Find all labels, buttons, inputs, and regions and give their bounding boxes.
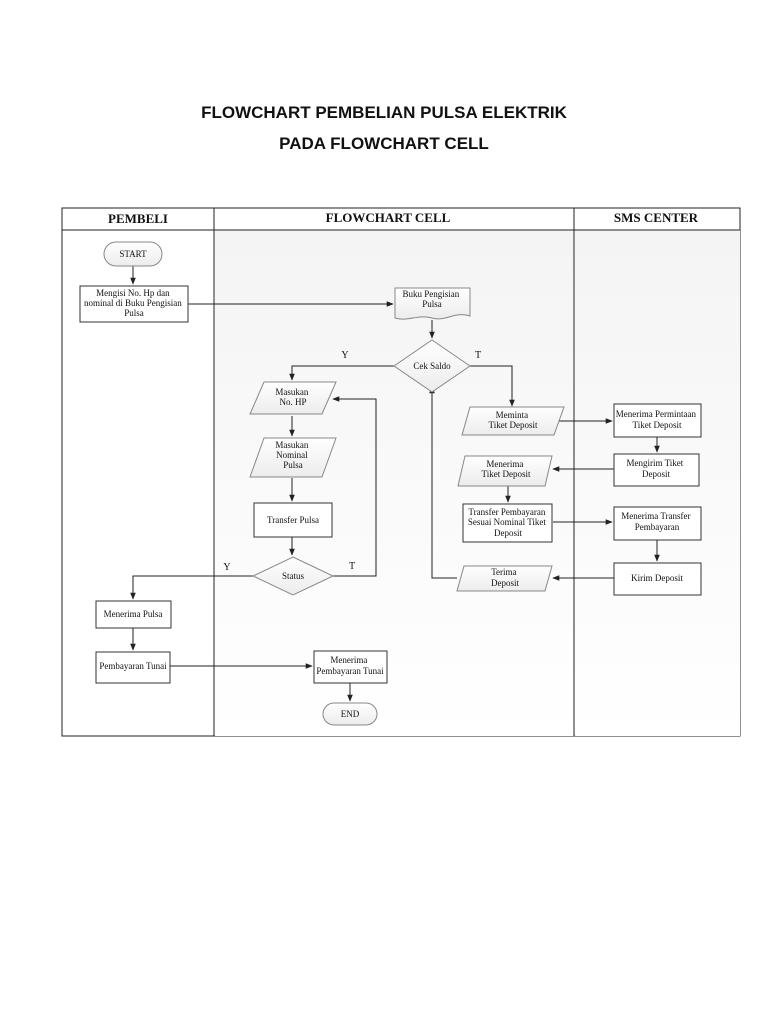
edge-label-status-no: T [349,561,355,572]
document-buku-pengisian: Buku Pengisian Pulsa [394,287,471,320]
process-transfer-pulsa-label: Transfer Pulsa [267,515,319,525]
process-menerima-permintaan: Menerima Permintaan Tiket Deposit [613,403,702,438]
input-masukan-nominal: Masukan Nominal Pulsa [249,437,337,478]
data-meminta-label: Meminta Tiket Deposit [489,410,538,430]
process-menerima-pembayaran-label: Menerima Pembayaran Tunai [316,655,384,676]
process-transfer-pembayaran-label: Transfer Pembayaran Sesuai Nominal Tiket… [468,507,548,538]
page-subtitle: PADA FLOWCHART CELL [279,134,489,153]
process-pembayaran-tunai: Pembayaran Tunai [95,651,171,684]
document-buku-pengisian-label: Buku Pengisian Pulsa [402,289,461,309]
edge-label-status-yes: Y [223,562,230,573]
data-terima-deposit-label: Terima Deposit [491,567,519,588]
data-meminta-tiket-deposit: Meminta Tiket Deposit [461,406,565,436]
end-label: END [341,709,360,719]
process-menerima-transfer: Menerima Transfer Pembayaran [613,506,702,541]
process-mengisi-label: Mengisi No. Hp dan nominal di Buku Pengi… [84,288,184,318]
process-mengirim-tiket: Mengirim Tiket Deposit [613,453,700,487]
start-label: START [119,249,147,259]
start-node: START [103,241,163,267]
page-title: FLOWCHART PEMBELIAN PULSA ELEKTRIK [201,103,567,122]
process-kirim-deposit: Kirim Deposit [613,562,702,596]
input-masukan-no-hp-label: Masukan No. HP [275,387,310,407]
decision-status-label: Status [282,571,305,581]
process-menerima-pulsa: Menerima Pulsa [95,600,172,629]
process-menerima-pembayaran-tunai: Menerima Pembayaran Tunai [313,650,388,684]
edge-label-cek-yes: Y [341,350,348,361]
process-mengisi: Mengisi No. Hp dan nominal di Buku Pengi… [79,285,189,323]
decision-cek-saldo: Cek Saldo [393,339,471,393]
process-menerima-pulsa-label: Menerima Pulsa [104,609,163,619]
decision-status: Status [251,556,335,596]
input-masukan-nominal-label: Masukan Nominal Pulsa [275,440,310,470]
lane-header-sms-center: SMS CENTER [614,210,699,225]
process-kirim-deposit-label: Kirim Deposit [631,573,683,583]
end-node: END [322,702,378,726]
process-transfer-pembayaran: Transfer Pembayaran Sesuai Nominal Tiket… [462,503,553,543]
lane-header-pembeli: PEMBELI [108,211,168,226]
input-masukan-no-hp: Masukan No. HP [249,381,337,415]
process-transfer-pulsa: Transfer Pulsa [253,502,333,538]
process-menerima-permintaan-label: Menerima Permintaan Tiket Deposit [616,409,698,430]
decision-cek-saldo-label: Cek Saldo [413,361,451,371]
process-mengirim-tiket-label: Mengirim Tiket Deposit [626,458,685,479]
data-terima-deposit: Terima Deposit [456,565,553,592]
data-menerima-tiket-label: Menerima Tiket Deposit [482,459,531,479]
data-menerima-tiket-deposit: Menerima Tiket Deposit [457,455,553,487]
process-pembayaran-tunai-label: Pembayaran Tunai [99,661,167,671]
edge-label-cek-no: T [475,350,481,361]
lane-header-flowchart-cell: FLOWCHART CELL [326,210,451,225]
connectors [130,266,660,702]
process-menerima-transfer-label: Menerima Transfer Pembayaran [621,511,693,532]
